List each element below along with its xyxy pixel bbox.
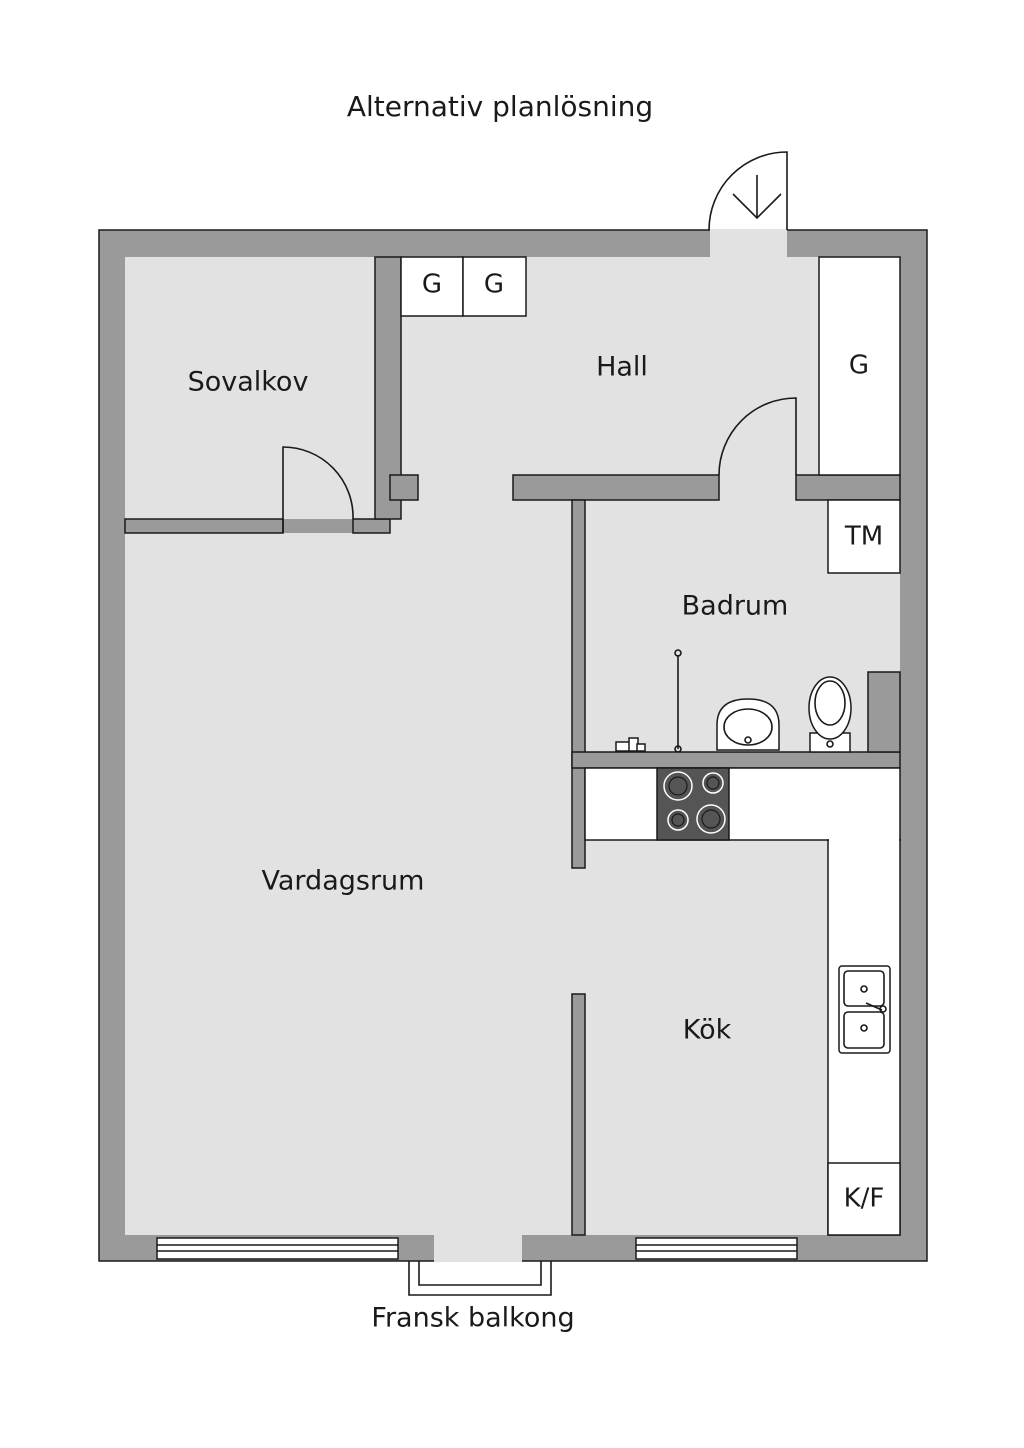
garderob-1-box [400, 256, 464, 317]
wall-sovalkov-bottom [124, 518, 284, 534]
kitchen-counter-joint [829, 837, 899, 843]
balcony-label: Fransk balkong [371, 1303, 574, 1334]
garderob-1-label: G [422, 270, 442, 300]
room-label-kok: Kök [683, 1015, 732, 1046]
tvattmaskin-label: TM [844, 522, 883, 552]
hall-floor [401, 257, 900, 503]
kitchen-floor [572, 768, 900, 1235]
wall-kitchen-divider [571, 993, 586, 1236]
room-label-badrum: Badrum [682, 591, 789, 622]
room-label-hall: Hall [596, 352, 648, 383]
kyl-frys-box [827, 1162, 901, 1236]
garderob-3-box [818, 256, 901, 476]
washbasin-icon [716, 698, 780, 751]
sovalkov-floor [125, 257, 375, 519]
balcony-opening [434, 1234, 522, 1262]
wall-bath-left [571, 499, 586, 869]
wall-hall-bottom-left [512, 474, 720, 501]
sovalkov-door [282, 446, 354, 533]
badrum-door [718, 397, 797, 476]
wall-hall-bottom-right [795, 474, 901, 501]
balcony-railing [408, 1261, 552, 1296]
kitchen-sink-icon [838, 965, 891, 1054]
entrance-door [708, 151, 788, 231]
living-kitchen-floor [125, 500, 572, 1235]
garderob-2-label: G [484, 270, 504, 300]
window-left [156, 1237, 399, 1260]
garderob-2-box [462, 256, 527, 317]
stove-icon [656, 767, 730, 841]
shower-icon [674, 649, 682, 753]
wall-hall-stub-left [389, 474, 419, 501]
entrance-door-gap [710, 229, 787, 257]
wall-sovalkov-bottom-right [352, 518, 391, 534]
wall-bath-corner [867, 671, 901, 753]
wall-bath-bottom [571, 751, 901, 769]
kitchen-counter-top [584, 767, 901, 841]
toilet-icon [808, 676, 852, 753]
garderob-3-label: G [849, 351, 869, 381]
tvattmaskin-box [827, 499, 901, 574]
faucet-icon [615, 737, 646, 752]
room-label-vardagsrum: Vardagsrum [262, 866, 425, 897]
entrance-arrow-icon [732, 175, 782, 220]
plan-title: Alternativ planlösning [347, 90, 653, 123]
kyl-frys-label: K/F [844, 1184, 885, 1214]
room-label-sovalkov: Sovalkov [188, 367, 309, 398]
window-right [635, 1237, 798, 1260]
